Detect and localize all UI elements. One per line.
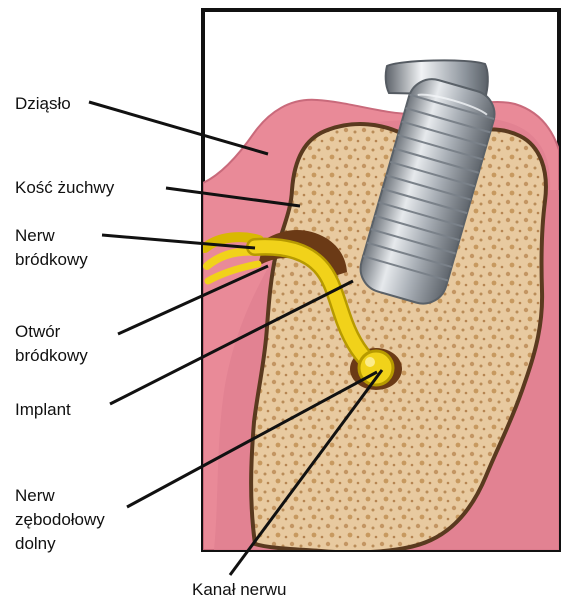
label-inferior-alveolar-nerve: Nerw zębodołowy dolny xyxy=(15,484,105,556)
label-implant: Implant xyxy=(15,398,71,422)
label-ian-line-3: dolny xyxy=(15,532,105,556)
label-gum: Dziąsło xyxy=(15,92,71,116)
label-mental-nerve-line-2: bródkowy xyxy=(15,248,88,272)
label-nerve-canal: Kanał nerwu xyxy=(192,578,287,602)
label-jaw-bone: Kość żuchwy xyxy=(15,176,114,200)
label-mental-nerve: Nerw bródkowy xyxy=(15,224,88,272)
label-mental-foramen: Otwór bródkowy xyxy=(15,320,88,368)
label-ian-line-2: zębodołowy xyxy=(15,508,105,532)
inferior-alveolar-nerve-highlight xyxy=(365,357,375,367)
label-mental-foramen-line-2: bródkowy xyxy=(15,344,88,368)
label-mental-nerve-line-1: Nerw xyxy=(15,224,88,248)
label-mental-foramen-line-1: Otwór xyxy=(15,320,88,344)
label-ian-line-1: Nerw xyxy=(15,484,105,508)
